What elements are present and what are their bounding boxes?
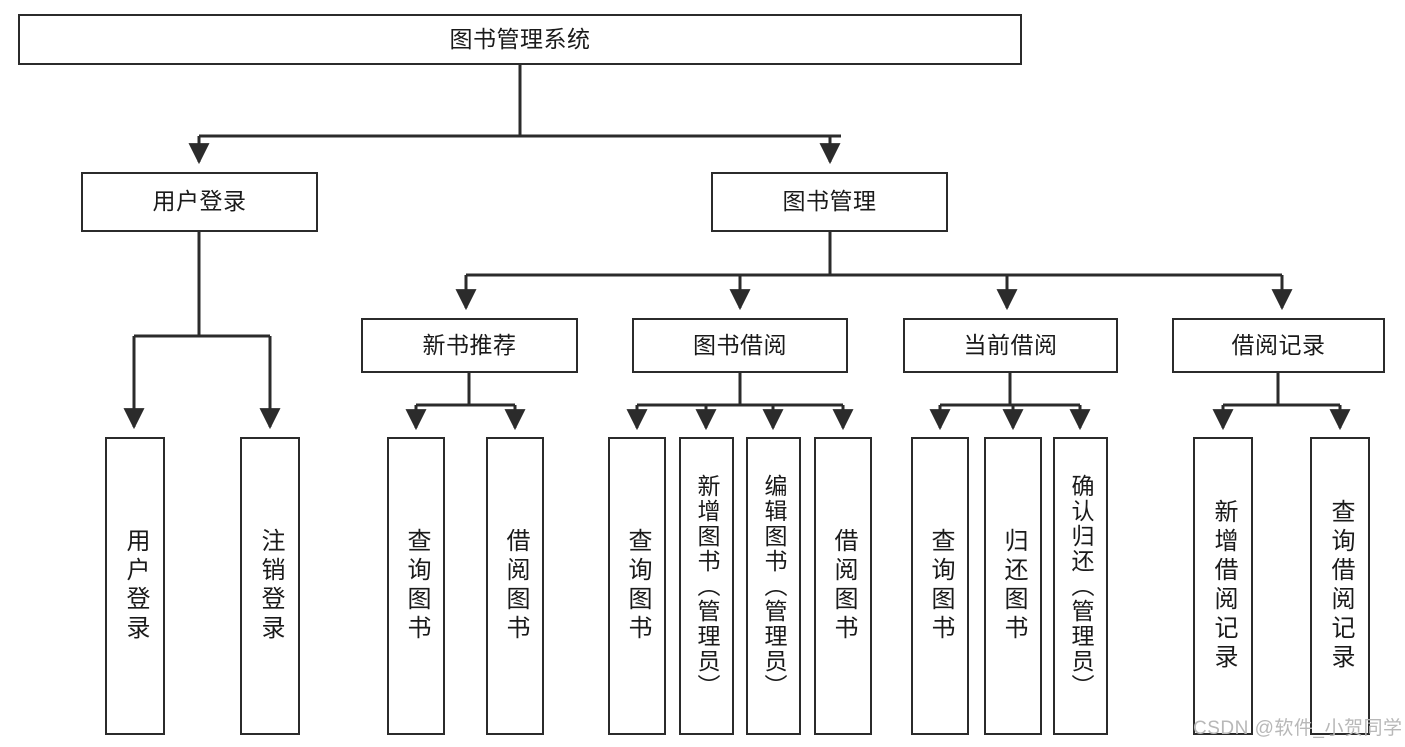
leaf-query-book-3-label: 查询图书 [927,528,954,644]
node-borrow-record-label: 借阅记录 [1231,331,1326,358]
node-root-label: 图书管理系统 [449,25,591,52]
csdn-watermark: CSDN @软件_小贺同学 [1193,718,1403,739]
leaf-query-book-1-label: 查询图书 [403,528,430,644]
leaf-confirm-return[interactable]: 确认归还（管理员） [1053,437,1108,735]
node-new-book-recommend-label: 新书推荐 [422,331,517,358]
node-current-borrow[interactable]: 当前借阅 [903,318,1118,373]
leaf-edit-book-label: 编辑图书（管理员） [761,473,787,699]
leaf-borrow-book-1[interactable]: 借阅图书 [486,437,544,735]
leaf-query-record-label: 查询借阅记录 [1327,499,1354,673]
node-root[interactable]: 图书管理系统 [18,14,1022,65]
node-user-login[interactable]: 用户登录 [81,172,318,232]
leaf-add-record-label: 新增借阅记录 [1210,499,1237,673]
node-borrow-record[interactable]: 借阅记录 [1172,318,1385,373]
node-book-borrow[interactable]: 图书借阅 [632,318,848,373]
leaf-edit-book[interactable]: 编辑图书（管理员） [746,437,801,735]
leaf-query-book-2[interactable]: 查询图书 [608,437,666,735]
leaf-logout[interactable]: 注销登录 [240,437,300,735]
leaf-borrow-book-2-label: 借阅图书 [830,528,857,644]
node-user-login-label: 用户登录 [152,188,247,215]
leaf-return-book-label: 归还图书 [1000,528,1027,644]
leaf-borrow-book-1-label: 借阅图书 [502,528,529,644]
node-current-borrow-label: 当前借阅 [963,331,1058,358]
leaf-logout-label: 注销登录 [257,528,284,644]
leaf-confirm-return-label: 确认归还（管理员） [1068,473,1094,699]
leaf-return-book[interactable]: 归还图书 [984,437,1042,735]
leaf-user-login-label: 用户登录 [122,528,149,644]
leaf-user-login[interactable]: 用户登录 [105,437,165,735]
leaf-query-record[interactable]: 查询借阅记录 [1310,437,1370,735]
leaf-query-book-1[interactable]: 查询图书 [387,437,445,735]
leaf-query-book-2-label: 查询图书 [624,528,651,644]
node-book-manage-label: 图书管理 [782,188,877,215]
leaf-query-book-3[interactable]: 查询图书 [911,437,969,735]
leaf-add-book-label: 新增图书（管理员） [694,473,720,699]
leaf-borrow-book-2[interactable]: 借阅图书 [814,437,872,735]
leaf-add-record[interactable]: 新增借阅记录 [1193,437,1253,735]
leaf-add-book[interactable]: 新增图书（管理员） [679,437,734,735]
node-book-manage[interactable]: 图书管理 [711,172,948,232]
node-new-book-recommend[interactable]: 新书推荐 [361,318,578,373]
node-book-borrow-label: 图书借阅 [693,331,787,358]
